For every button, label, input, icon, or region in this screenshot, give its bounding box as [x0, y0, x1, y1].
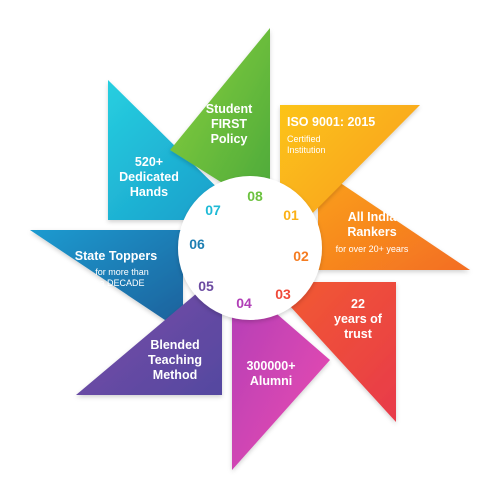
blade-01-sub-1: Certified — [287, 134, 321, 144]
blade-08-title-2: FIRST — [211, 117, 247, 131]
number-05: 05 — [198, 278, 214, 294]
blade-08 — [170, 28, 270, 213]
blade-08-title-3: Policy — [211, 132, 248, 146]
blade-03-title-1: 22 — [351, 297, 365, 311]
blade-06-title-1: State Toppers — [75, 249, 157, 263]
blade-06 — [30, 230, 183, 332]
blade-01-sub-2: Institution — [287, 145, 326, 155]
blade-03-title-3: trust — [344, 327, 373, 341]
blade-05 — [76, 272, 222, 395]
blade-04-title-1: 300000+ — [246, 359, 295, 373]
number-06: 06 — [189, 236, 205, 252]
blade-06-sub-2: a DECADE — [99, 278, 144, 288]
blade-05-title-1: Blended — [150, 338, 199, 352]
blade-02-sub-1: for over 20+ years — [336, 244, 409, 254]
blade-07-title-3: Hands — [130, 185, 168, 199]
blade-04-title-2: Alumni — [250, 374, 292, 388]
blade-01-title-1: ISO 9001: 2015 — [287, 115, 375, 129]
blade-02-title-1: All India — [348, 210, 398, 224]
number-07: 07 — [205, 202, 221, 218]
blade-05-title-2: Teaching — [148, 353, 202, 367]
blade-02-title-2: Rankers — [347, 225, 396, 239]
number-03: 03 — [275, 286, 291, 302]
blade-02 — [318, 168, 470, 270]
blade-03 — [268, 282, 396, 422]
blade-08-title-1: Student — [206, 102, 253, 116]
blade-05-title-3: Method — [153, 368, 197, 382]
blade-04 — [232, 275, 330, 470]
blade-01 — [280, 105, 420, 246]
blade-06-sub-1: for more than — [95, 267, 149, 277]
blade-03-title-2: years of — [334, 312, 383, 326]
number-01: 01 — [283, 207, 299, 223]
number-08: 08 — [247, 188, 263, 204]
number-04: 04 — [236, 295, 252, 311]
number-02: 02 — [293, 248, 309, 264]
blade-07-title-1: 520+ — [135, 155, 163, 169]
blade-07-title-2: Dedicated — [119, 170, 179, 184]
center-hole — [222, 220, 278, 276]
